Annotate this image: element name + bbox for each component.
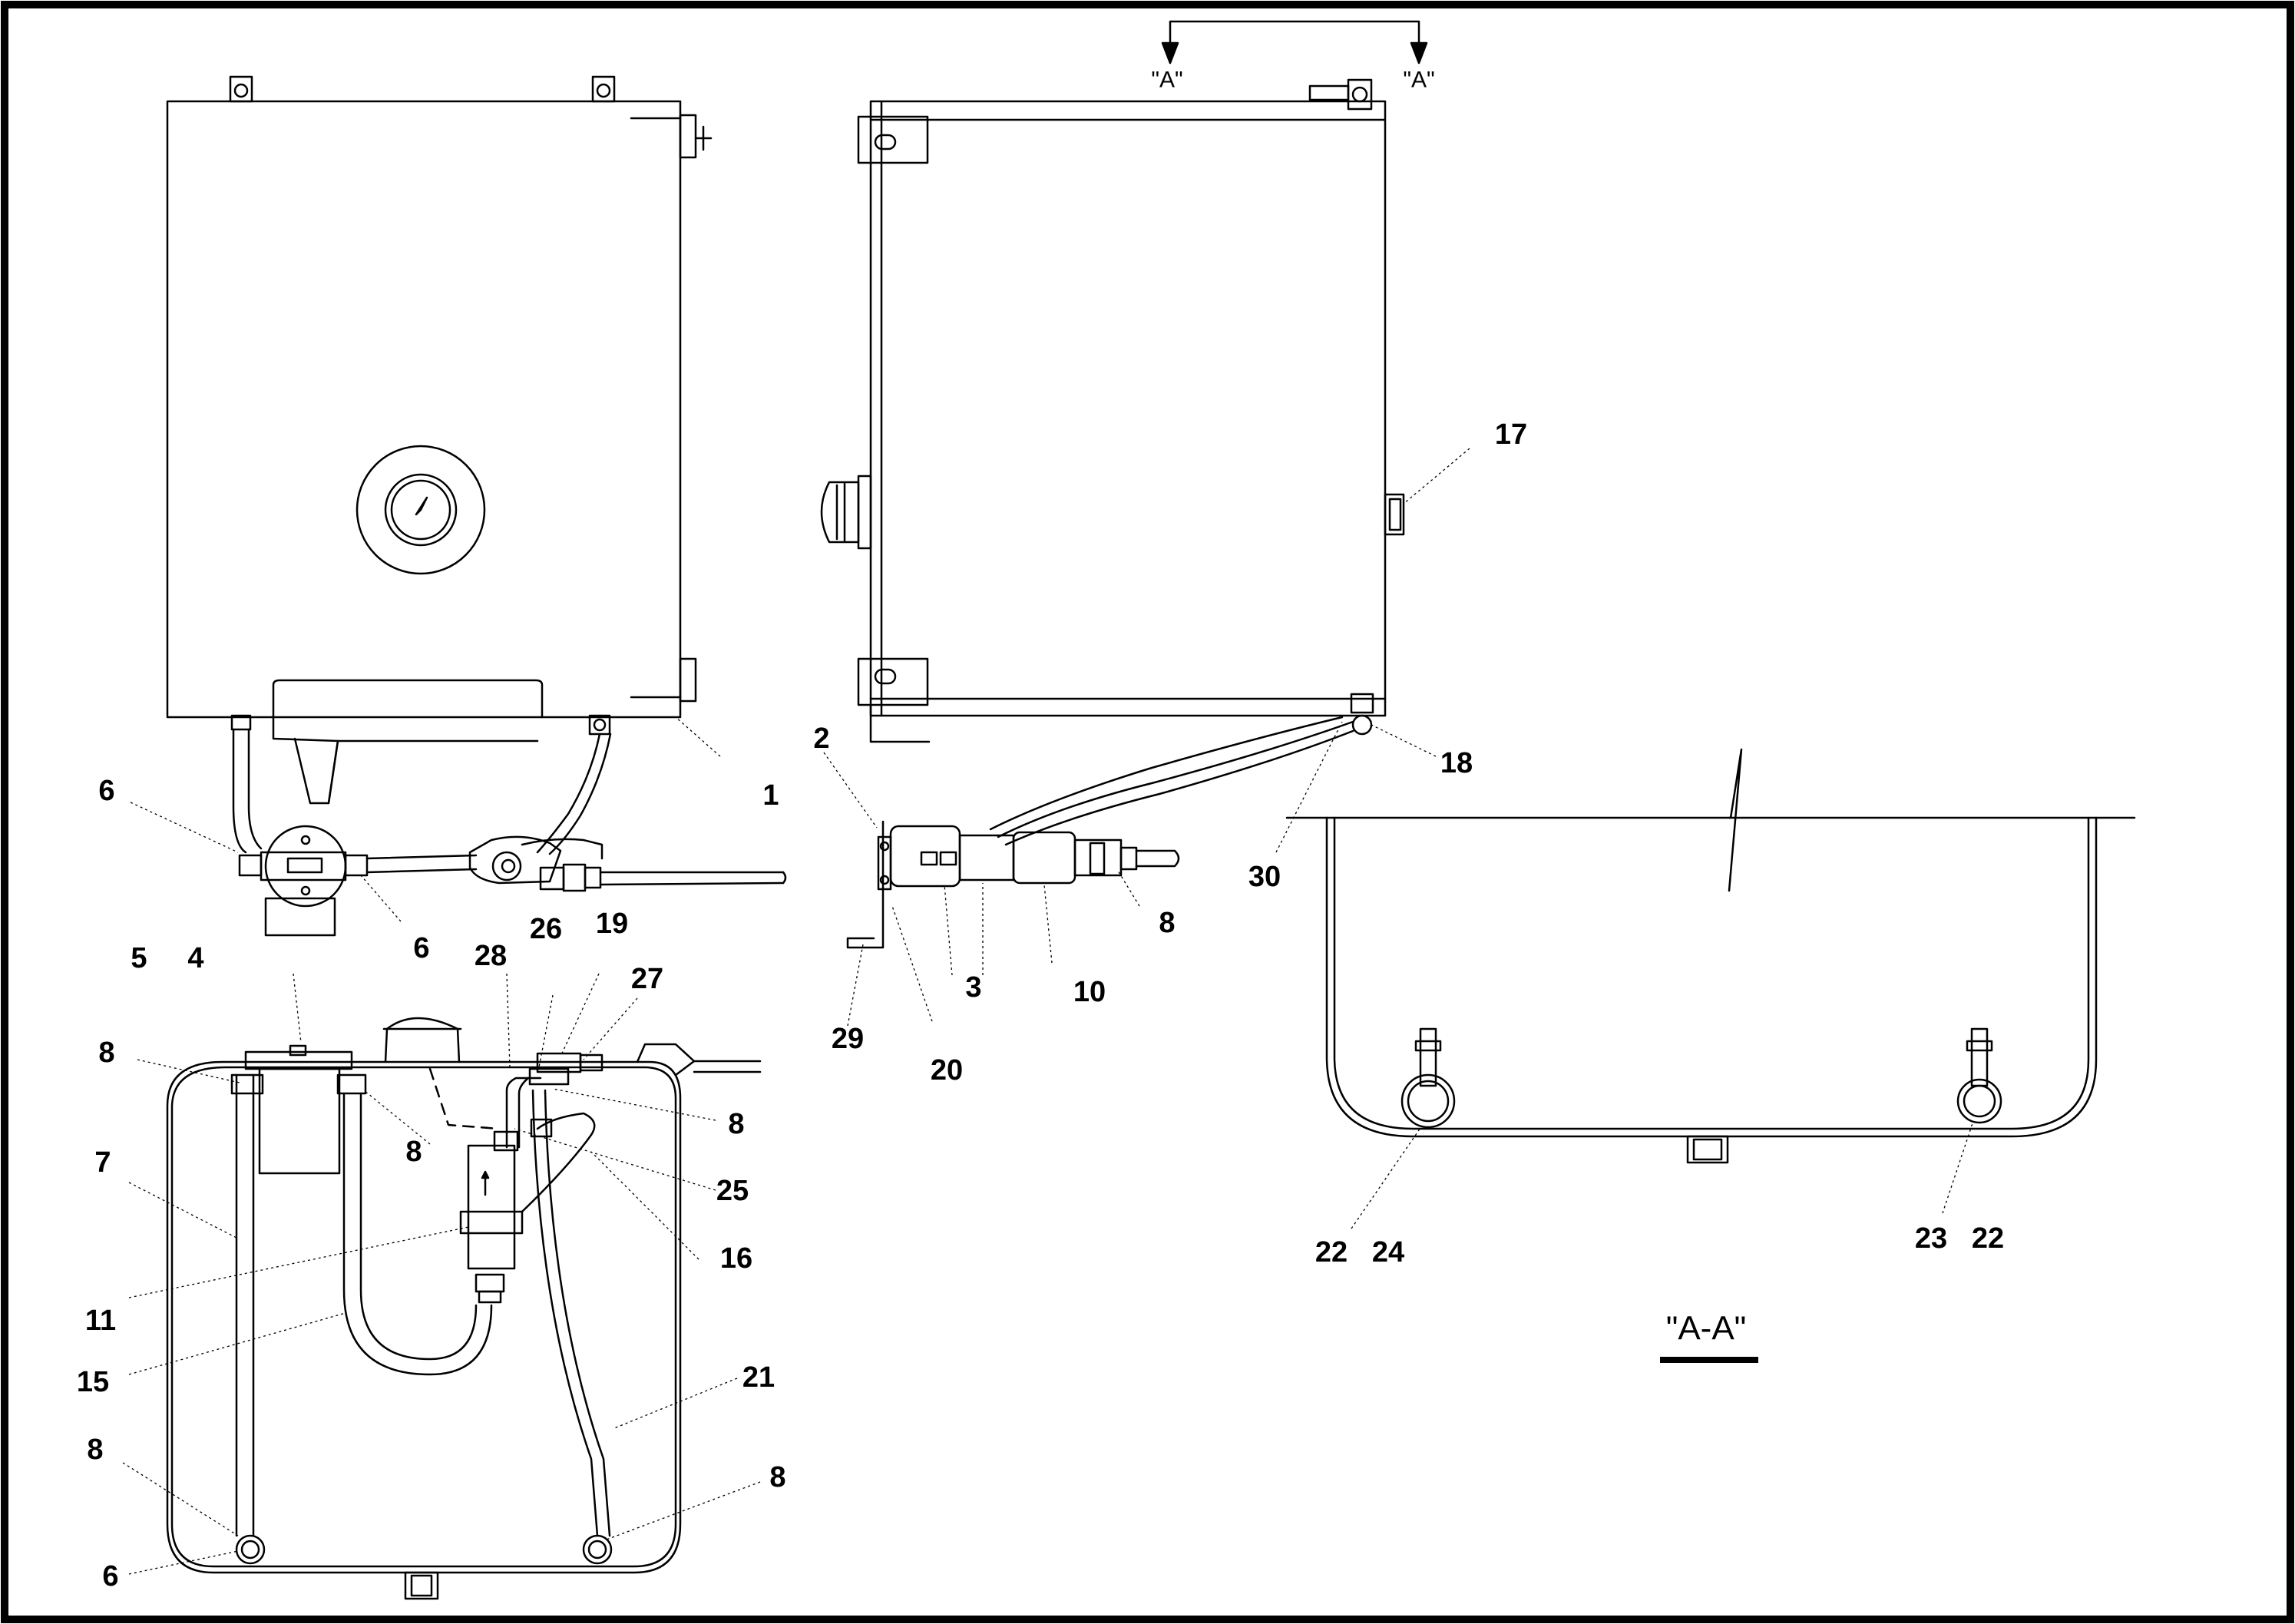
callout-6-front-right: 6 xyxy=(413,932,429,964)
callout-8-center: 8 xyxy=(405,1136,422,1168)
section-arrow-label-left: "A" xyxy=(1151,68,1182,93)
callout-24: 24 xyxy=(1372,1236,1404,1268)
callout-27: 27 xyxy=(631,963,663,995)
callout-6-front-left: 6 xyxy=(98,775,114,807)
callout-25: 25 xyxy=(716,1175,749,1207)
callout-10: 10 xyxy=(1073,976,1106,1008)
bottom-view-tank xyxy=(166,1017,762,1600)
callout-6-bottom: 6 xyxy=(102,1560,118,1593)
callout-22-right: 22 xyxy=(1972,1222,2004,1255)
callout-18: 18 xyxy=(1440,747,1473,779)
side-view-tank xyxy=(820,78,1405,743)
callout-21: 21 xyxy=(742,1361,775,1394)
section-title: "A-A" xyxy=(1666,1310,1747,1348)
callout-26: 26 xyxy=(530,913,562,945)
callout-8-top-left: 8 xyxy=(98,1037,114,1069)
callout-4: 4 xyxy=(187,942,203,974)
callout-20: 20 xyxy=(931,1054,963,1087)
callout-29: 29 xyxy=(832,1023,864,1055)
pump-assembly xyxy=(846,716,1354,949)
callout-17: 17 xyxy=(1495,418,1527,451)
callout-5: 5 xyxy=(131,942,147,974)
front-view-plumbing xyxy=(232,728,787,937)
callout-15: 15 xyxy=(77,1366,109,1398)
callout-19: 19 xyxy=(596,908,628,940)
leader-lines xyxy=(122,448,1974,1575)
callout-8-pump: 8 xyxy=(1159,907,1175,939)
callout-23: 23 xyxy=(1915,1222,1947,1255)
callout-labels: "A" "A" "A-A" 1 2 3 4 5 6 6 6 7 8 8 8 8 … xyxy=(77,68,2004,1593)
callout-8-bottom-right: 8 xyxy=(769,1461,785,1493)
callout-16: 16 xyxy=(720,1242,752,1275)
callout-8-bottom-left: 8 xyxy=(87,1434,103,1466)
callout-7: 7 xyxy=(94,1146,111,1179)
callout-8-right: 8 xyxy=(728,1108,744,1140)
callout-22-left: 22 xyxy=(1315,1236,1348,1268)
bottom-view-hoses xyxy=(230,1052,611,1537)
front-view-tank xyxy=(166,75,713,805)
section-arrow-label-right: "A" xyxy=(1403,68,1434,93)
callout-3: 3 xyxy=(965,971,981,1004)
section-arrows xyxy=(1161,20,1428,64)
callout-1: 1 xyxy=(762,779,779,812)
section-a-a xyxy=(1285,748,2136,1164)
callout-30: 30 xyxy=(1248,861,1281,893)
callout-2: 2 xyxy=(813,723,829,755)
callout-28: 28 xyxy=(475,940,507,972)
callout-11: 11 xyxy=(85,1305,116,1337)
